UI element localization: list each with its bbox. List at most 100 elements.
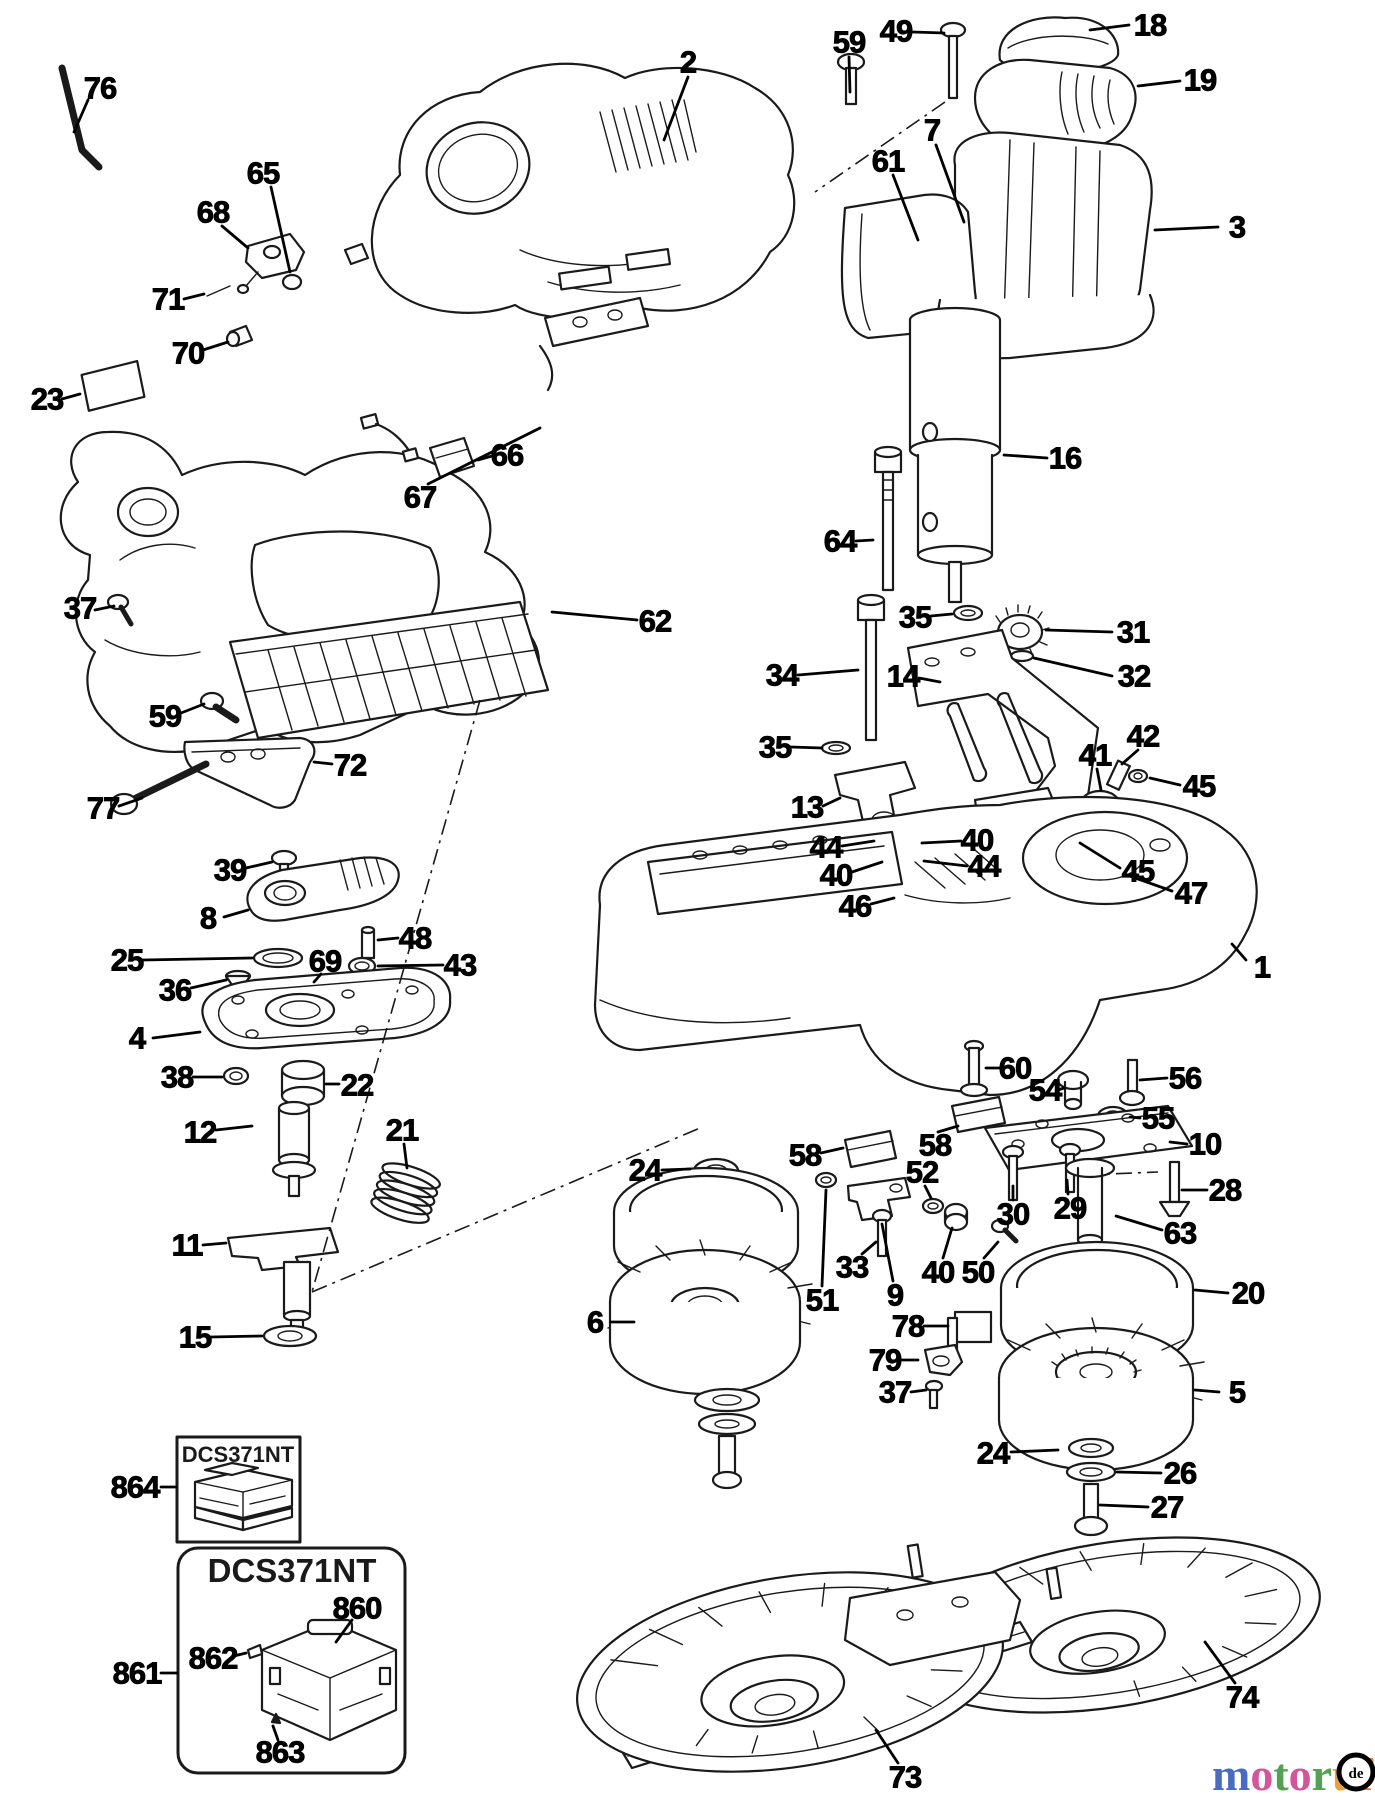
right-wheel-drawing [997,1240,1205,1537]
handle-frame-drawing [59,430,550,753]
part-label-68: 68 [197,195,230,230]
part-label-59: 59 [149,699,182,734]
leader-line [244,860,274,870]
leader-line [201,1241,228,1247]
part-label-35: 35 [759,730,792,765]
leader-line [662,75,690,142]
kit-small-title: DCS371NT [182,1442,295,1467]
part-label-62: 62 [639,604,671,639]
part-label-60: 60 [999,1051,1031,1086]
part-label-21: 21 [386,1113,419,1148]
switch-parts-drawing [206,232,370,348]
part-label-37: 37 [64,591,96,626]
part-label-78: 78 [892,1309,925,1344]
leader-line [923,1184,933,1200]
leader-line [72,98,90,134]
part-label-25: 25 [111,943,144,978]
leader-line [1065,1178,1070,1196]
watermark-badge-text: de [1349,1766,1364,1782]
part-label-43: 43 [444,948,477,983]
leader-line [1002,453,1049,460]
leader-line [60,392,82,401]
leader-line [860,1240,878,1256]
axis-line [311,699,481,1293]
under-body-fasteners-drawing [692,1039,1194,1258]
part-label-2: 2 [680,45,696,80]
leader-line [854,538,875,543]
part-label-77: 77 [87,791,119,826]
part-label-8: 8 [200,901,217,936]
part-label-39: 39 [214,853,247,888]
leader-line [1115,1470,1163,1475]
leader-line [880,1222,895,1283]
shoe-plate-drawing [201,966,452,1050]
leader-line [874,1728,900,1765]
part-label-13: 13 [791,790,824,825]
battery-housing-drawing [840,16,1155,360]
part-label-24: 24 [629,1153,663,1188]
part-label-4: 4 [129,1021,147,1056]
leader-line [1098,1503,1150,1509]
leader-line [1056,1086,1066,1092]
part-label-52: 52 [906,1155,938,1190]
leader-line [1128,1115,1142,1120]
leader-line [209,1334,264,1339]
leader-line [1122,872,1174,893]
leader-line [1088,23,1131,32]
part-label-45: 45 [1122,854,1155,889]
part-label-6: 6 [587,1305,604,1340]
leader-line [909,1388,928,1394]
leader-line [891,173,920,242]
leader-line [376,963,445,968]
leader-line [1193,1388,1221,1394]
leader-line [93,604,116,612]
leader-line [1032,656,1114,678]
leader-line [269,185,292,274]
part-label-40: 40 [922,1255,954,1290]
main-housing-drawing [370,62,796,320]
leader-line [220,224,250,250]
part-label-23: 23 [31,382,64,417]
part-label-1: 1 [1254,950,1271,985]
leader-line [232,1651,248,1658]
part-label-46: 46 [839,889,872,924]
leader-line [911,30,946,35]
leader-line [821,796,842,808]
pivot-parts-drawing [222,1059,441,1348]
part-label-38: 38 [161,1060,194,1095]
part-label-40: 40 [820,858,852,893]
part-label-16: 16 [1049,441,1082,476]
leader-line [1044,628,1114,634]
part-label-36: 36 [159,973,192,1008]
leader-line [1230,942,1248,962]
kit-battery-box: DCS371NT [175,1435,302,1544]
part-label-9: 9 [887,1278,904,1313]
leader-line [850,860,884,874]
hex-key-drawing [58,64,103,171]
part-label-29: 29 [1054,1191,1087,1226]
axis-line [311,1127,701,1293]
part-label-28: 28 [1209,1173,1242,1208]
part-label-32: 32 [1118,659,1150,694]
leader-line [1095,767,1103,792]
part-label-22: 22 [341,1068,373,1103]
part-label-11: 11 [172,1228,204,1263]
leader-line [117,796,144,808]
leader-line [920,839,963,845]
bolt-64-drawing [873,445,903,592]
leader-line [222,908,250,919]
leader-line [941,1226,954,1260]
part-label-33: 33 [836,1250,869,1285]
leader-line [922,859,969,868]
part-label-69: 69 [309,944,342,979]
lower-left-fasteners-drawing [106,593,316,816]
leader-line [1203,1640,1237,1685]
part-label-35: 35 [899,600,932,635]
leader-line [819,1146,845,1155]
part-label-73: 73 [889,1760,922,1795]
part-label-18: 18 [1134,8,1167,43]
part-label-63: 63 [1164,1216,1197,1251]
leader-line [1153,225,1220,232]
blade-guards-drawing [576,1536,1321,1773]
